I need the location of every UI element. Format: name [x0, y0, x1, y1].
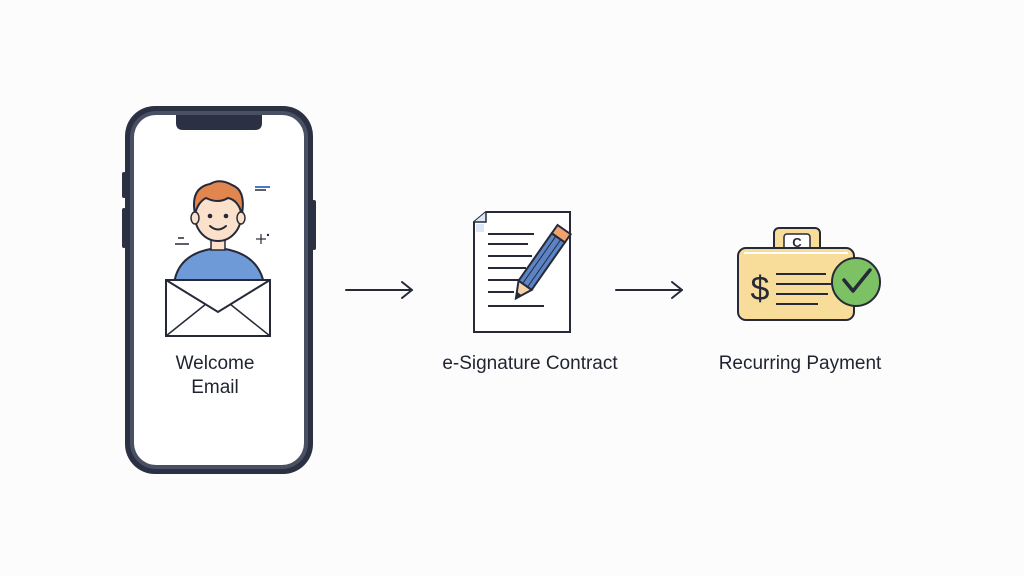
svg-text:$: $ — [751, 270, 770, 308]
arrow-right-icon — [615, 281, 683, 299]
payment-tag-letter: C — [792, 235, 802, 250]
dollar-card-check-icon: C $ — [737, 227, 881, 321]
welcome-label-line2: Email — [191, 377, 239, 398]
envelope-person-icon — [165, 180, 271, 337]
contract-label: e-Signature Contract — [442, 353, 618, 374]
arrow-right-icon — [345, 281, 413, 299]
welcome-label-line1: Welcome — [175, 353, 255, 374]
document-pencil-icon — [473, 211, 573, 333]
welcome-email-label: Welcome Email — [150, 352, 280, 400]
payment-label: Recurring Payment — [718, 353, 882, 374]
